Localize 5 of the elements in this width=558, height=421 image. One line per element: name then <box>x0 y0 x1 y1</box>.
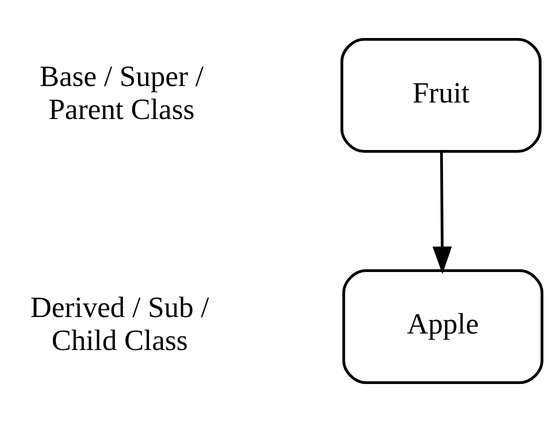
arrow <box>432 151 452 274</box>
label: Base / Super / Parent Class <box>40 60 204 126</box>
node-box: Fruit <box>340 37 542 152</box>
node-box: Apple <box>342 268 544 384</box>
label: Derived / Sub / Child Class <box>30 292 210 357</box>
